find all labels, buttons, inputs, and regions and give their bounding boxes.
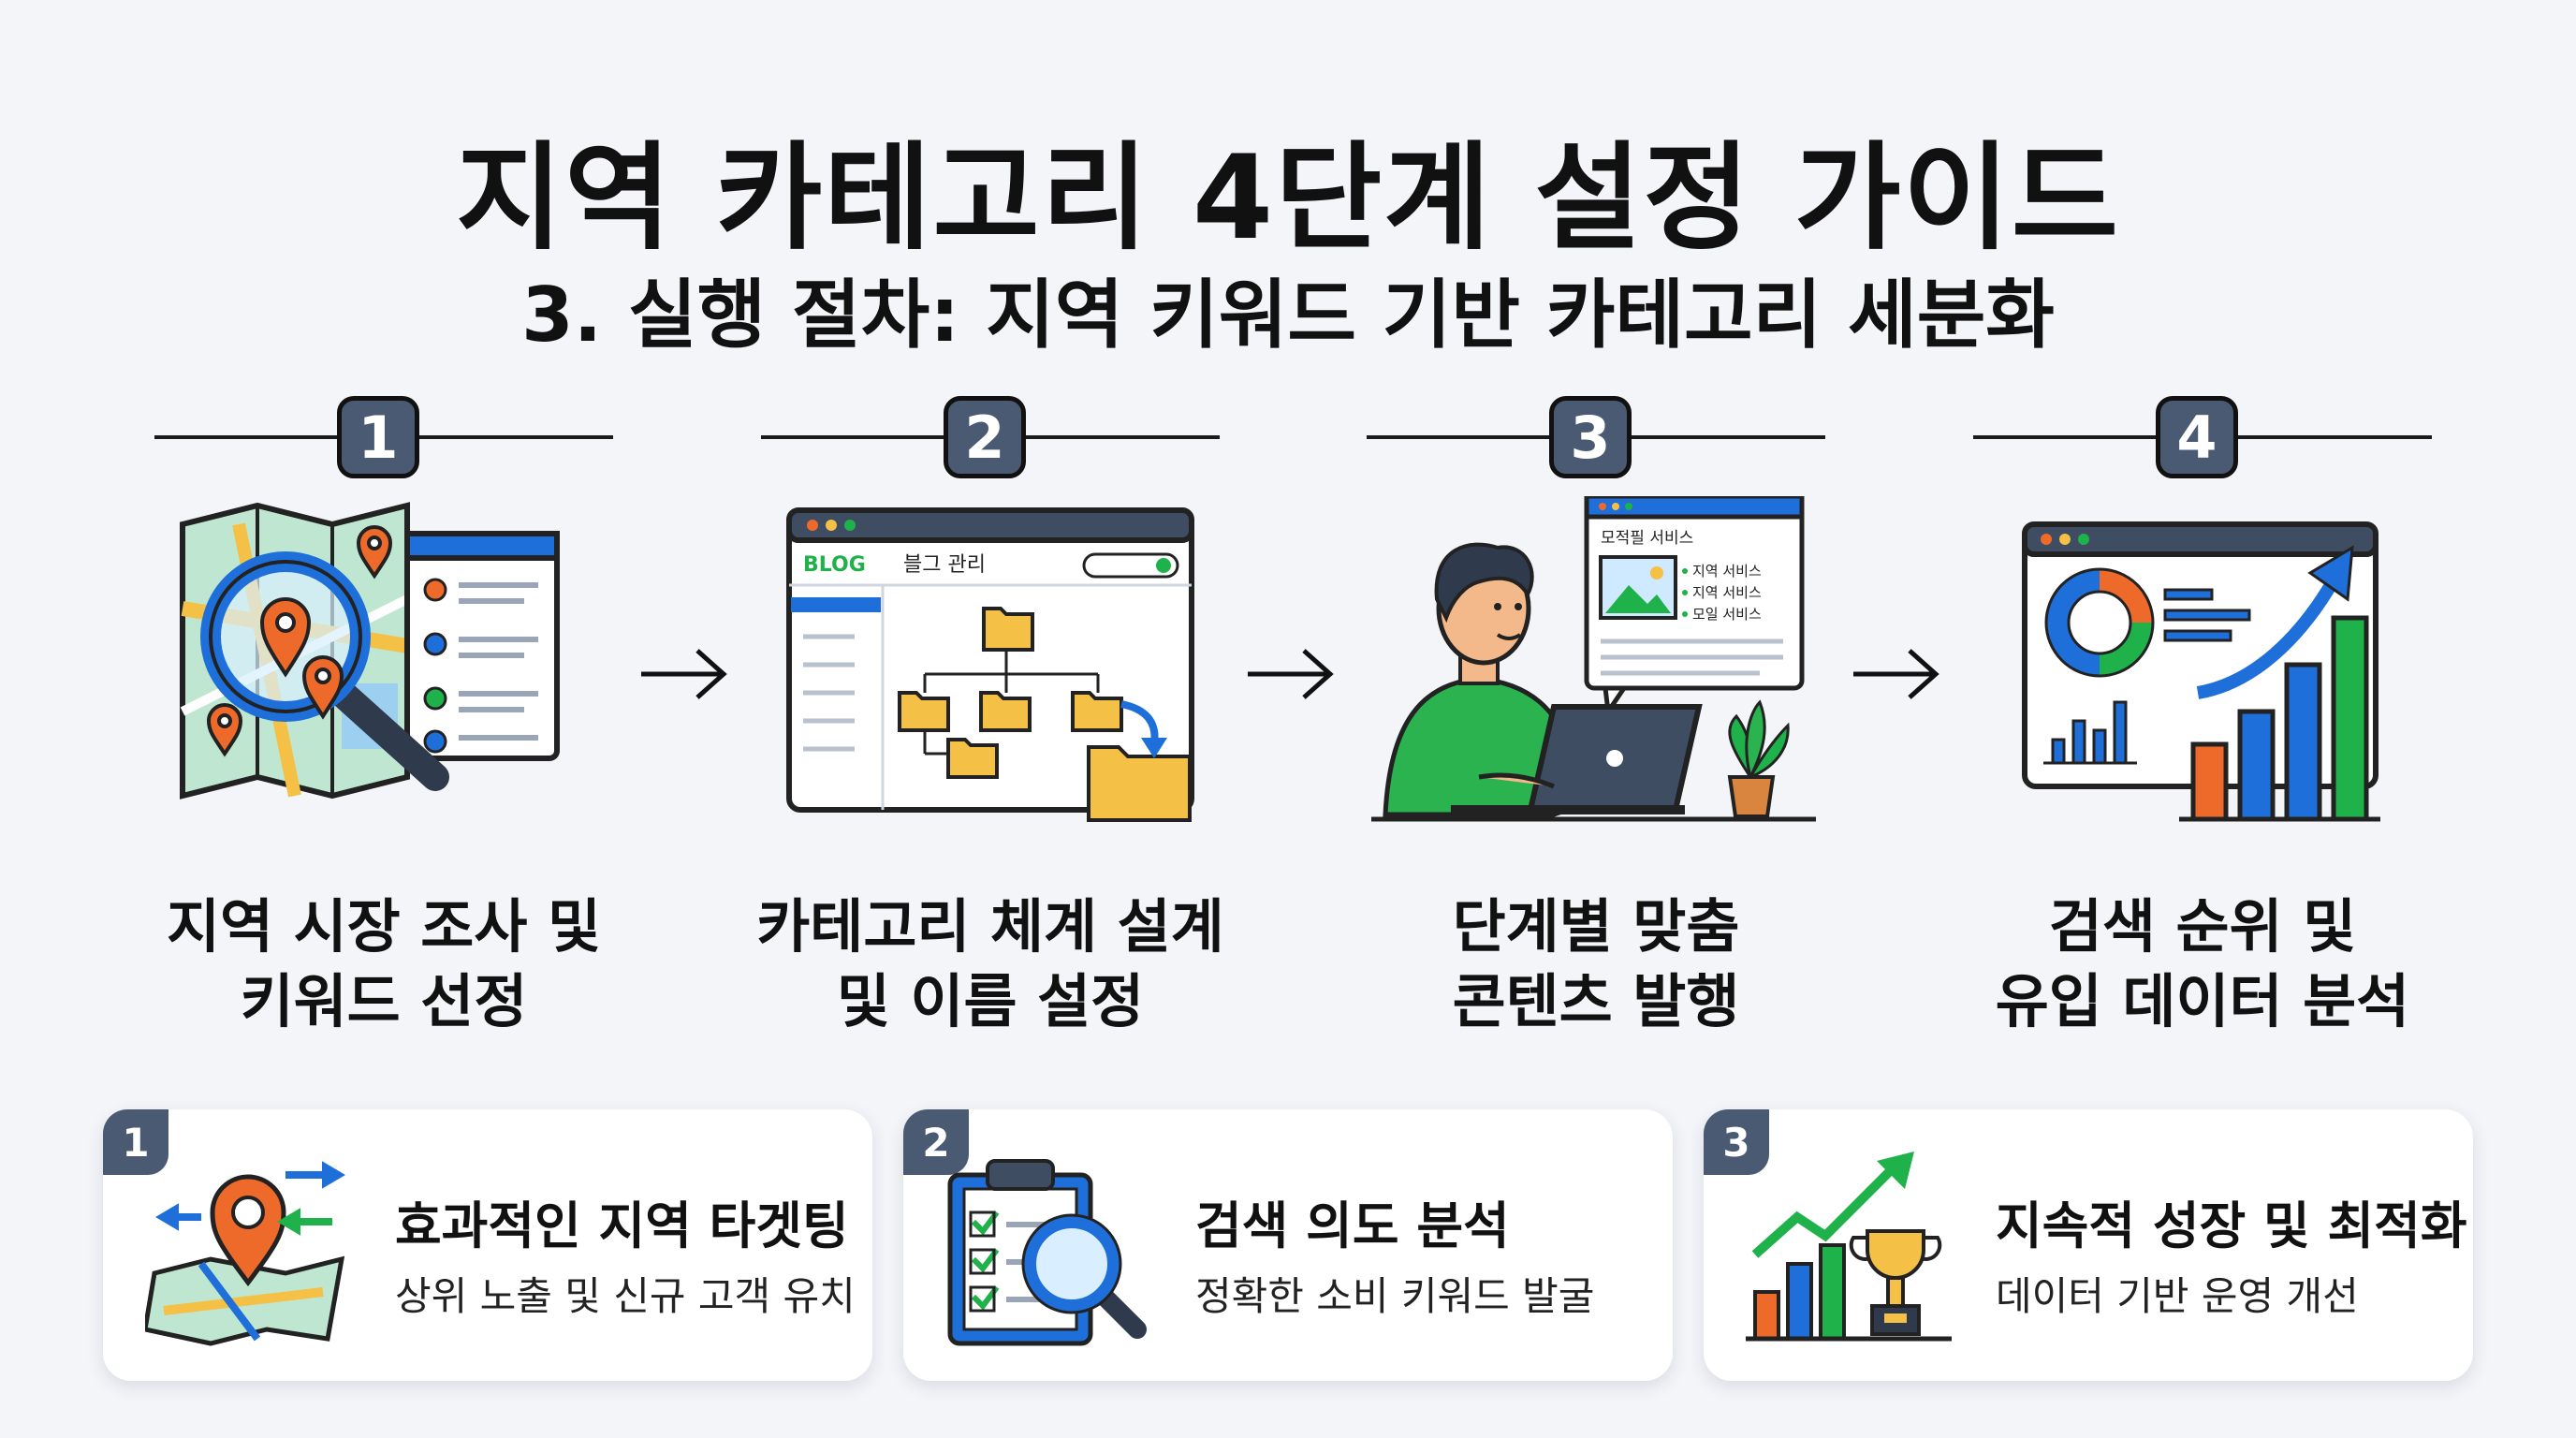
benefit-desc: 데이터 기반 운영 개선 [1996, 1273, 2359, 1319]
benefit-card-3: 3 지속적 성장 및 최적화 데이터 기반 운영 개선 [1704, 1109, 2473, 1381]
benefit-desc: 정확한 소비 키워드 발굴 [1195, 1273, 1595, 1319]
benefit-title: 효과적인 지역 타겟팅 [395, 1196, 849, 1255]
map-magnifier-icon [180, 502, 560, 800]
benefit-number-badge: 3 [1704, 1109, 1769, 1175]
content-item: 지역 서비스 [1692, 584, 1762, 601]
step-number-badge: 1 [337, 396, 419, 478]
benefit-desc: 상위 노출 및 신규 고객 유치 [395, 1273, 856, 1319]
blog-header: 블그 관리 [903, 553, 986, 577]
arrow-right-icon [1853, 649, 1939, 699]
blog-logo: BLOG [803, 553, 866, 577]
benefit-number-badge: 1 [103, 1109, 168, 1175]
arrow-right-icon [1248, 649, 1334, 699]
arrow-right-icon [641, 649, 727, 699]
page-subtitle: 3. 실행 절차: 지역 키워드 기반 카테고리 세분화 [521, 271, 2055, 359]
benefit-title: 검색 의도 분석 [1195, 1196, 1510, 1255]
page-title: 지역 카테고리 4단계 설정 가이드 [456, 131, 2120, 266]
benefit-card-2: 2 검색 의도 분석 정확한 소비 키워드 발굴 [903, 1109, 1673, 1381]
map-pin-arrows-icon [145, 1161, 345, 1346]
content-header: 모적필 서비스 [1601, 529, 1693, 548]
benefit-title: 지속적 성장 및 최적화 [1996, 1196, 2467, 1255]
analytics-dashboard-icon [2022, 521, 2380, 822]
folder-tree-icon: BLOG 블그 관리 [786, 507, 1194, 822]
content-item: 모일 서비스 [1692, 606, 1762, 623]
step-number-badge: 3 [1549, 396, 1632, 478]
growth-trophy-icon [1746, 1152, 1952, 1342]
clipboard-search-icon [947, 1159, 1147, 1346]
step-number-badge: 4 [2156, 396, 2238, 478]
benefit-number-badge: 2 [903, 1109, 969, 1175]
benefit-card-1: 1 효과적인 지역 타겟팅 상위 노출 및 신규 고객 유치 [103, 1109, 872, 1381]
person-laptop-icon: 모적필 서비스 지역 서비스 지역 서비스 모일 서비스 [1371, 496, 1816, 822]
content-item: 지역 서비스 [1692, 563, 1762, 580]
step-number-badge: 2 [944, 396, 1026, 478]
